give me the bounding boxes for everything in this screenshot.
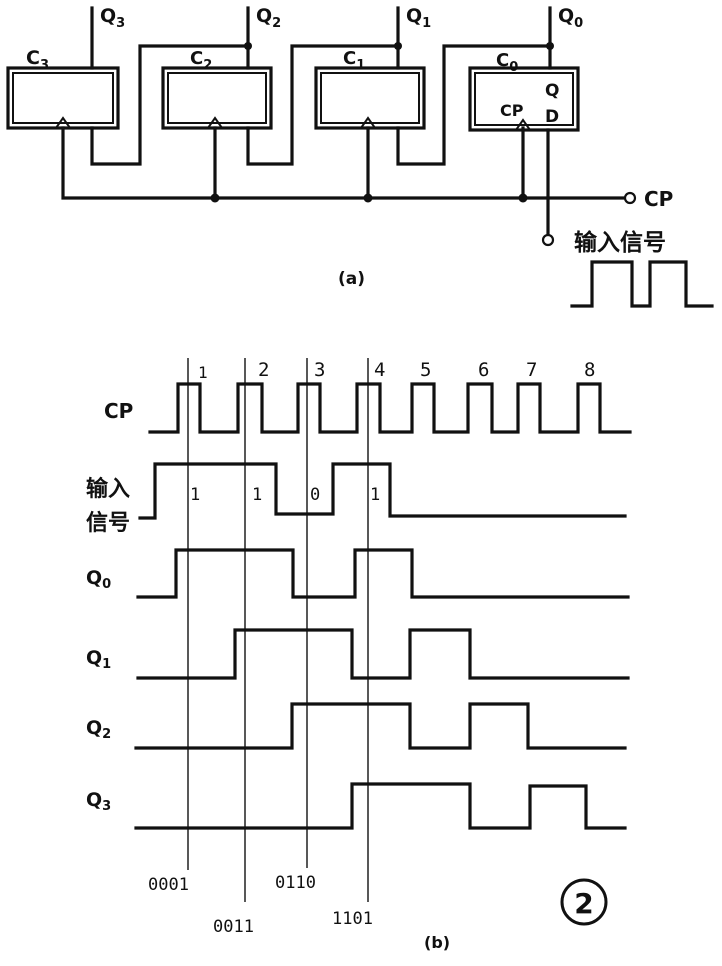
q3-waveform	[134, 782, 627, 830]
input-signal-label: 输入信号	[574, 229, 666, 256]
q1-output-label: Q1	[406, 5, 431, 31]
input-terminal	[541, 233, 555, 247]
clock-number-4: 4	[374, 359, 385, 381]
c3-box-label: C3	[26, 47, 49, 73]
state-label-4: 1101	[332, 909, 373, 929]
input-bit-4: 1	[370, 485, 380, 505]
register-box-c1	[314, 66, 426, 130]
row-label-q1: Q1	[86, 647, 111, 672]
q1-waveform	[136, 628, 630, 680]
q0-output-label: Q0	[558, 5, 583, 31]
caption-b: (b)	[424, 933, 450, 952]
schematic-a: Q3 Q2 Q1 Q0 C3 C2 C1 C0 Q D CP CP 输入信号 (…	[6, 5, 714, 308]
clock-triangles	[55, 116, 531, 131]
row-label-q0: Q0	[86, 567, 111, 592]
c0-cp-pin-label: CP	[500, 101, 524, 120]
clock-number-3: 3	[314, 359, 325, 381]
figure-number-badge: 2	[560, 878, 608, 926]
cp-terminal	[623, 191, 637, 205]
clock-number-6: 6	[478, 359, 489, 381]
c0-d-pin-label: D	[545, 107, 559, 127]
q0-waveform	[136, 548, 630, 599]
input-bit-2: 1	[252, 485, 262, 505]
caption-a: (a)	[338, 269, 365, 289]
clock-number-1: 1	[198, 363, 208, 382]
timing-diagram-b: 1 2 3 4 5 6 7 8 1 1 0 1 CP 输入 信号 Q0 Q1 Q…	[86, 358, 632, 952]
q-output-wires	[90, 6, 552, 70]
q3-output-label: Q3	[100, 5, 125, 31]
input-bit-1: 1	[190, 485, 200, 505]
row-label-input-line2: 信号	[86, 510, 130, 536]
state-label-2: 0011	[213, 917, 254, 937]
state-label-1: 0001	[148, 875, 189, 895]
input-waveform	[138, 462, 627, 520]
clock-number-2: 2	[258, 359, 269, 381]
cp-waveform	[148, 382, 632, 434]
chain-junction-dots	[244, 42, 554, 50]
figure-number: 2	[574, 887, 593, 920]
q2-waveform	[134, 702, 627, 750]
cp-terminal-label: CP	[644, 187, 673, 211]
input-signal-sketch	[570, 260, 714, 308]
clock-number-7: 7	[526, 359, 537, 381]
input-bit-3: 0	[310, 485, 320, 505]
clock-bus	[61, 126, 637, 205]
row-label-q3: Q3	[86, 789, 111, 814]
clock-number-8: 8	[584, 359, 595, 381]
row-label-cp: CP	[104, 399, 133, 423]
c1-box-label: C1	[343, 48, 365, 73]
d-input-wire	[541, 128, 555, 247]
clock-number-5: 5	[420, 359, 431, 381]
state-label-3: 0110	[275, 873, 316, 893]
c0-q-pin-label: Q	[545, 81, 559, 101]
c0-box-label: C0	[496, 50, 518, 75]
c2-box-label: C2	[190, 48, 212, 73]
row-label-q2: Q2	[86, 717, 111, 742]
register-box-c2	[161, 66, 273, 130]
q2-output-label: Q2	[256, 5, 281, 31]
chain-wires	[90, 44, 552, 166]
row-label-input-line1: 输入	[86, 476, 130, 502]
